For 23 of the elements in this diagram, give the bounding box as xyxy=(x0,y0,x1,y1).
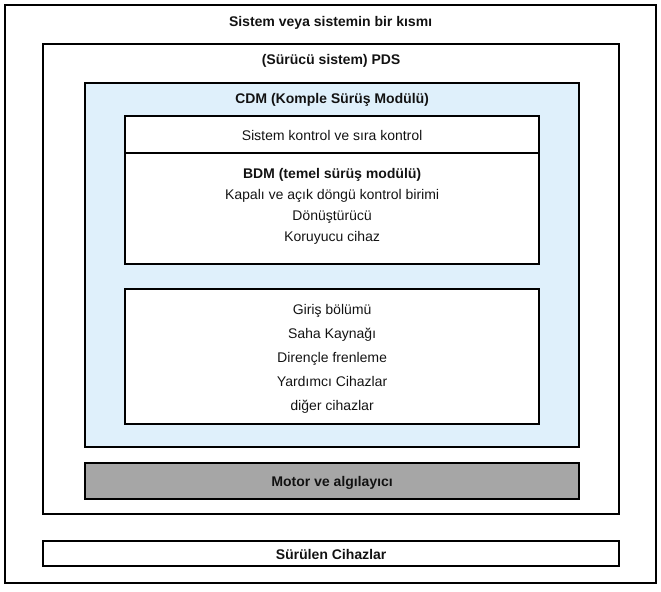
heading: BDM (temel sürüş modülü) xyxy=(242,164,422,183)
text-line: Sürülen Cihazlar xyxy=(276,544,386,562)
control-box xyxy=(124,115,540,154)
text-line: Giriş bölümü xyxy=(292,300,372,319)
text-line: Koruyucu cihaz xyxy=(284,227,380,246)
pds-frame xyxy=(42,43,620,515)
heading: Sistem veya sistemin bir kısmı xyxy=(228,12,432,30)
text-line: diğer cihazlar xyxy=(290,396,374,415)
text-line: Kapalı ve açık döngü kontrol birimi xyxy=(225,185,439,204)
heading: CDM (Komple Sürüş Modülü) xyxy=(235,89,429,107)
text-line: Dirençle frenleme xyxy=(277,348,387,367)
text-line: Saha Kaynağı xyxy=(288,324,376,343)
bdm-box xyxy=(124,152,540,265)
driven-equipment-box xyxy=(42,540,620,567)
section-box xyxy=(124,288,540,425)
heading: (Sürücü sistem) PDS xyxy=(262,50,400,68)
text-line: Sistem kontrol ve sıra kontrol xyxy=(242,126,422,144)
system-frame xyxy=(4,4,657,584)
text-line: Dönüştürücü xyxy=(292,206,372,225)
motor-bar xyxy=(84,462,580,500)
cdm-panel xyxy=(84,82,580,448)
text-line: Motor ve algılayıcı xyxy=(271,472,393,490)
text-line: Yardımcı Cihazlar xyxy=(276,372,388,390)
